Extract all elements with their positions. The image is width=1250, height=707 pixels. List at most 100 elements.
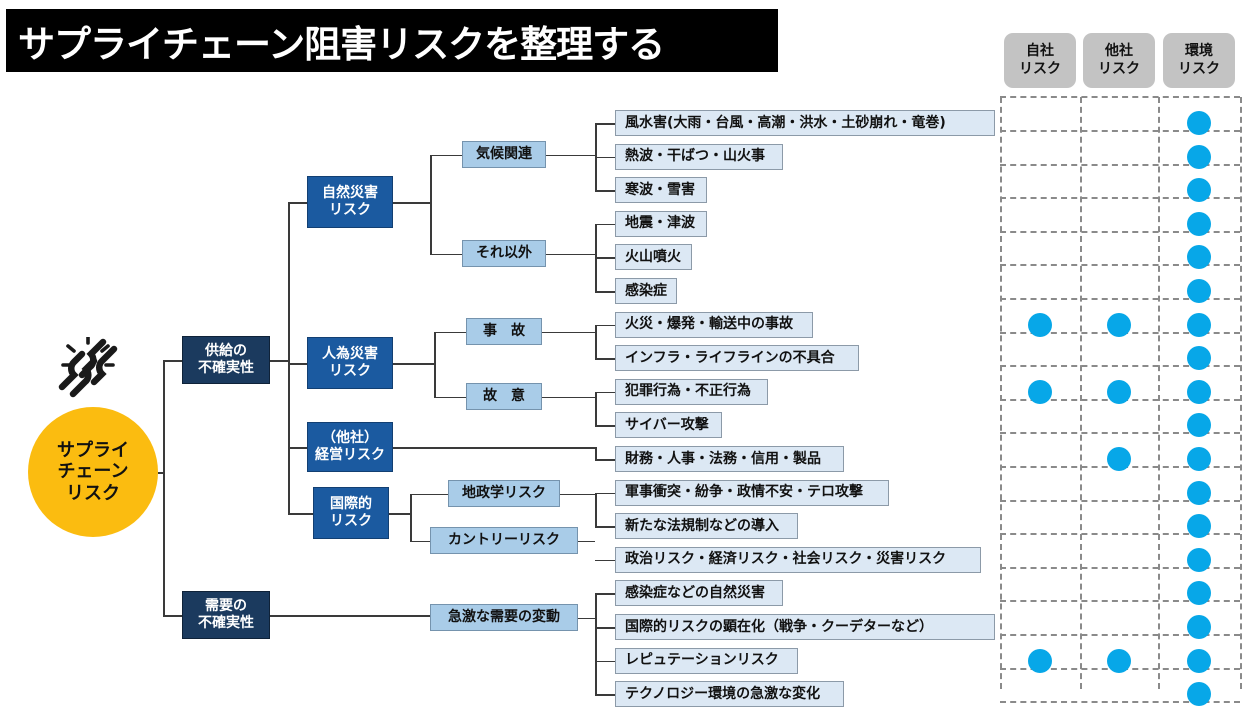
node-supply-uncertainty[interactable]: 供給の 不確実性 — [182, 336, 270, 384]
node-demand-fluctuation[interactable]: 急激な需要の変動 — [430, 604, 578, 631]
risk-dot-env — [1187, 480, 1211, 505]
matrix-gridline-vertical — [1080, 97, 1082, 689]
connector-geopolitical-leaf — [595, 492, 615, 495]
node-climate-related[interactable]: 気候関連 — [462, 141, 546, 168]
root-node-supply-chain-risk[interactable]: サプライ チェーン リスク — [28, 407, 158, 537]
l2-manmade-line2: リスク — [329, 363, 371, 379]
risk-dot-own — [1028, 379, 1052, 404]
matrix-gridline-horizontal — [1000, 499, 1240, 502]
node-international-risk[interactable]: 国際的 リスク — [313, 487, 389, 539]
connector-to-other-natural — [430, 253, 462, 256]
leaf-node[interactable]: 地震・津波 — [615, 210, 707, 237]
node-geopolitical-risk[interactable]: 地政学リスク — [448, 480, 560, 507]
leaf-node[interactable]: 新たな法規制などの導入 — [615, 513, 798, 540]
connector-to-accident — [434, 331, 466, 334]
column-header-line-2: リスク — [1098, 60, 1140, 77]
risk-dot-env — [1187, 379, 1211, 404]
connector-to-level2 — [288, 202, 307, 204]
matrix-gridline-horizontal — [1000, 432, 1240, 435]
node-manmade-disaster-risk[interactable]: 人為災害 リスク — [307, 337, 393, 389]
node-accident[interactable]: 事 故 — [466, 318, 542, 345]
matrix-gridline-vertical — [1158, 97, 1160, 689]
leaf-node[interactable]: 火災・爆発・輸送中の事故 — [615, 311, 813, 338]
connector-climate-leaf — [595, 156, 615, 159]
risk-dot-env — [1187, 547, 1211, 572]
matrix-gridline-horizontal — [1000, 163, 1240, 166]
connector-to-climate — [430, 154, 462, 157]
risk-dot-env — [1187, 144, 1211, 169]
leaf-node[interactable]: 感染症などの自然災害 — [615, 580, 783, 607]
l2-international-line2: リスク — [330, 513, 372, 529]
node-management-risk[interactable]: （他社） 経営リスク — [307, 422, 393, 472]
connector-to-intent — [434, 396, 466, 399]
leaf-node[interactable]: 財務・人事・法務・信用・製品 — [615, 446, 844, 472]
connector-supply-out — [270, 360, 288, 362]
connector-accident-leaf — [595, 324, 615, 327]
risk-dot-env — [1187, 245, 1211, 270]
matrix-gridline-vertical — [1000, 97, 1002, 689]
connector-to-level2 — [288, 513, 313, 515]
connector-manmade-out — [393, 363, 434, 365]
connector-geopolitical-leaf — [595, 526, 615, 528]
title-banner: サプライチェーン阻害リスクを整理する — [6, 9, 778, 72]
node-other-natural[interactable]: それ以外 — [462, 240, 546, 267]
connector-intent-leaf — [595, 391, 615, 394]
leaf-node[interactable]: レピュテーションリスク — [615, 647, 798, 674]
matrix-gridline-horizontal — [1000, 264, 1240, 267]
leaf-node[interactable]: 犯罪行為・不正行為 — [615, 378, 768, 405]
l2-manmade-line1: 人為災害 — [322, 346, 378, 363]
risk-dot-env — [1187, 581, 1211, 606]
connector-other-natural-leaf — [595, 223, 615, 226]
connector-management-out — [393, 447, 595, 449]
node-intentional[interactable]: 故 意 — [466, 383, 542, 410]
connector-intent-out — [542, 396, 595, 399]
l2-international-line1: 国際的 — [330, 496, 372, 513]
node-natural-disaster-risk[interactable]: 自然災害 リスク — [307, 176, 393, 228]
connector-demand-swing-leaf — [595, 694, 615, 696]
connector-demand-swing-leaf — [595, 660, 615, 663]
connector-international-spine — [410, 493, 412, 541]
leaf-node[interactable]: 国際的リスクの顕在化（戦争・クーデターなど） — [615, 614, 995, 640]
risk-dot-env — [1187, 413, 1211, 438]
node-demand-uncertainty[interactable]: 需要の 不確実性 — [182, 591, 270, 639]
leaf-node[interactable]: 感染症 — [615, 278, 677, 304]
column-header-line-1: 環境 — [1185, 43, 1213, 59]
matrix-gridline-horizontal — [1000, 566, 1240, 569]
l1-demand-line2: 不確実性 — [198, 615, 254, 631]
connector-management-leaf — [595, 459, 615, 461]
leaf-node[interactable]: 熱波・干ばつ・山火事 — [615, 143, 783, 170]
risk-dot-env — [1187, 514, 1211, 539]
column-header-line-2: リスク — [1019, 60, 1061, 77]
connector-management-spine — [595, 447, 597, 459]
connector-to-demand — [163, 615, 182, 617]
l2-management-line1: （他社） — [322, 430, 378, 447]
matrix-gridline-horizontal — [1000, 230, 1240, 233]
leaf-node[interactable]: 寒波・雪害 — [615, 177, 707, 204]
risk-dot-env — [1187, 111, 1211, 135]
matrix-gridline-horizontal — [1000, 96, 1240, 99]
column-header-own: 自社リスク — [1004, 33, 1076, 88]
risk-dot-env — [1187, 615, 1211, 639]
leaf-node[interactable]: 政治リスク・経済リスク・社会リスク・災害リスク — [615, 546, 981, 573]
connector-other-natural-leaf — [595, 257, 615, 259]
leaf-node[interactable]: 風水害(大雨・台風・高潮・洪水・土砂崩れ・竜巻) — [615, 110, 995, 136]
connector-accident-out — [542, 331, 595, 334]
risk-dot-other — [1107, 648, 1131, 673]
risk-dot-env — [1187, 682, 1211, 707]
leaf-node[interactable]: 火山噴火 — [615, 244, 692, 271]
leaf-node[interactable]: 軍事衝突・紛争・政情不安・テロ攻撃 — [615, 479, 889, 506]
risk-dot-env — [1187, 447, 1211, 471]
connector-natural-out — [393, 202, 430, 204]
connector-geopolitical-out — [560, 493, 595, 496]
page-title: サプライチェーン阻害リスクを整理する — [18, 22, 665, 66]
l1-supply-line1: 供給の — [205, 343, 247, 360]
l1-demand-line1: 需要の — [205, 598, 247, 615]
l2-natural-line2: リスク — [329, 202, 371, 218]
leaf-node[interactable]: サイバー攻撃 — [615, 412, 722, 439]
l2-natural-line1: 自然災害 — [322, 185, 378, 202]
leaf-node[interactable]: テクノロジー環境の急激な変化 — [615, 681, 844, 707]
leaf-node[interactable]: インフラ・ライフラインの不具合 — [615, 345, 859, 372]
matrix-gridline-horizontal — [1000, 197, 1240, 200]
node-country-risk[interactable]: カントリーリスク — [430, 527, 578, 554]
connector-demand-swing-out — [578, 617, 595, 620]
